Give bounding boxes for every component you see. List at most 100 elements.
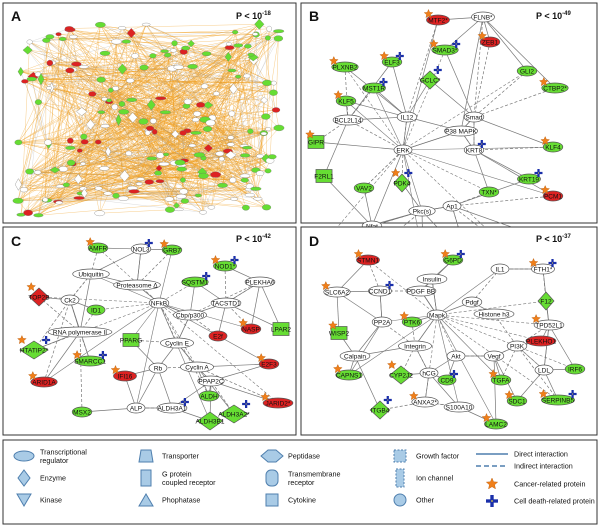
node-label: ALDH3A1 <box>158 405 187 412</box>
cell-death-cross-icon <box>404 169 413 177</box>
node-label: IFI16 <box>118 373 133 380</box>
network-node <box>71 61 82 67</box>
network-node: RNA polymerase II <box>47 326 113 338</box>
p-value: P < 10-37 <box>536 234 571 244</box>
network-node <box>147 99 156 111</box>
legend-label: G protein <box>162 469 192 478</box>
network-node <box>58 166 68 172</box>
network-node <box>159 110 171 115</box>
network-node <box>229 83 238 95</box>
network-node: Histone h3 <box>473 308 515 320</box>
network-node <box>213 91 220 96</box>
node-label: IL12 <box>401 114 414 121</box>
node-label: GRB7 <box>163 247 181 254</box>
cancer-star-icon <box>260 391 270 402</box>
node-label: FLNB* <box>473 14 493 21</box>
cell-death-cross-icon <box>202 272 211 280</box>
legend-label: Transmembrane <box>288 469 340 478</box>
network-node <box>228 110 236 117</box>
node-label: SQSTM1 <box>182 279 209 286</box>
network-node: Insulin <box>416 273 448 285</box>
network-node: TXN* <box>478 186 500 198</box>
legend-marker: Cell death-related protein <box>486 495 595 507</box>
network-node <box>264 35 271 41</box>
network-node <box>181 45 190 51</box>
cancer-star-icon <box>538 388 549 399</box>
network-node <box>165 206 175 213</box>
network-node <box>227 68 237 73</box>
network-node: KLF5 <box>333 89 357 107</box>
network-node <box>151 129 158 135</box>
node-label: LDL <box>538 367 550 374</box>
network-node: NASP <box>238 317 262 335</box>
network-node <box>49 166 61 174</box>
network-node <box>240 177 249 183</box>
network-node: Integrin <box>398 340 432 352</box>
legend-item: Growth factor <box>393 449 460 463</box>
node-label: S100A10 <box>446 404 473 411</box>
node-label: GIPR <box>308 139 324 146</box>
network-node: PLEKHA6 <box>244 276 276 288</box>
network-node <box>203 126 213 132</box>
node-label: AMFR <box>89 245 108 252</box>
network-node: BCL2L14 <box>332 114 364 126</box>
network-node <box>198 172 209 179</box>
node-label: ID1 <box>91 307 102 314</box>
network-node: ALP <box>126 402 146 414</box>
network-node <box>174 159 186 166</box>
network-node: Pdgf <box>461 296 483 308</box>
network-node <box>154 170 162 176</box>
network-node: SDC1 <box>504 389 528 407</box>
node-label: CCND1 <box>369 288 392 295</box>
node-label: Integrin <box>404 343 426 350</box>
node-label: F2RL1 <box>314 173 334 180</box>
network-node <box>111 38 122 45</box>
network-node: PTK6 <box>399 310 423 328</box>
node-label: E2F3 <box>261 361 277 368</box>
network-node <box>265 127 272 132</box>
network-node: MTF2* <box>423 8 450 26</box>
node-label: KLF5 <box>338 98 354 105</box>
legend-label: Transporter <box>162 452 199 461</box>
cell-death-cross-icon <box>450 370 458 378</box>
network-node <box>26 76 37 82</box>
network-node <box>77 148 83 153</box>
network-node <box>269 89 278 96</box>
network-node <box>180 177 186 183</box>
network-node <box>155 96 167 101</box>
network-node <box>17 66 24 77</box>
network-node <box>271 80 277 86</box>
network-node <box>144 179 154 185</box>
network-node <box>14 178 22 191</box>
network-node: ID1 <box>86 304 106 316</box>
network-node: TACSTD1 <box>210 297 242 309</box>
network-node: PP2A <box>371 316 393 328</box>
node-label: PLEKHO1 <box>526 338 556 345</box>
panel-letter: C <box>11 233 21 249</box>
node-label: NFkB <box>151 300 167 307</box>
network-node: G6PD <box>440 248 465 266</box>
network-node: S100A10 <box>443 401 475 413</box>
network-node: CD9 <box>437 370 458 386</box>
cancer-star-icon <box>26 281 36 292</box>
cell-death-cross-icon <box>230 256 239 264</box>
network-node <box>261 113 271 120</box>
cancer-star-icon <box>481 412 492 423</box>
network-node <box>264 168 272 174</box>
node-label: Proteasome Δ <box>116 282 158 289</box>
network-node: IL1 <box>490 263 510 275</box>
network-node: Mapk <box>426 309 448 321</box>
node-label: Histone h3 <box>478 311 509 318</box>
node-label: KRT19 <box>519 176 539 183</box>
network-node: TOP2B <box>26 281 50 307</box>
network-node: PPARG <box>120 333 142 347</box>
legend-line: Direct interaction <box>476 450 568 459</box>
network-node <box>260 131 267 136</box>
node-label: IL1 <box>495 266 504 273</box>
panel-b-nodes: PLXNB2ELF3MTF2*FLNB*SMAD3*ZEB1MST1RGCLC*… <box>305 8 569 267</box>
legend-label: Kinase <box>40 496 62 505</box>
network-node: hCG <box>419 367 439 379</box>
network-node: Ubiquitin <box>72 268 110 280</box>
